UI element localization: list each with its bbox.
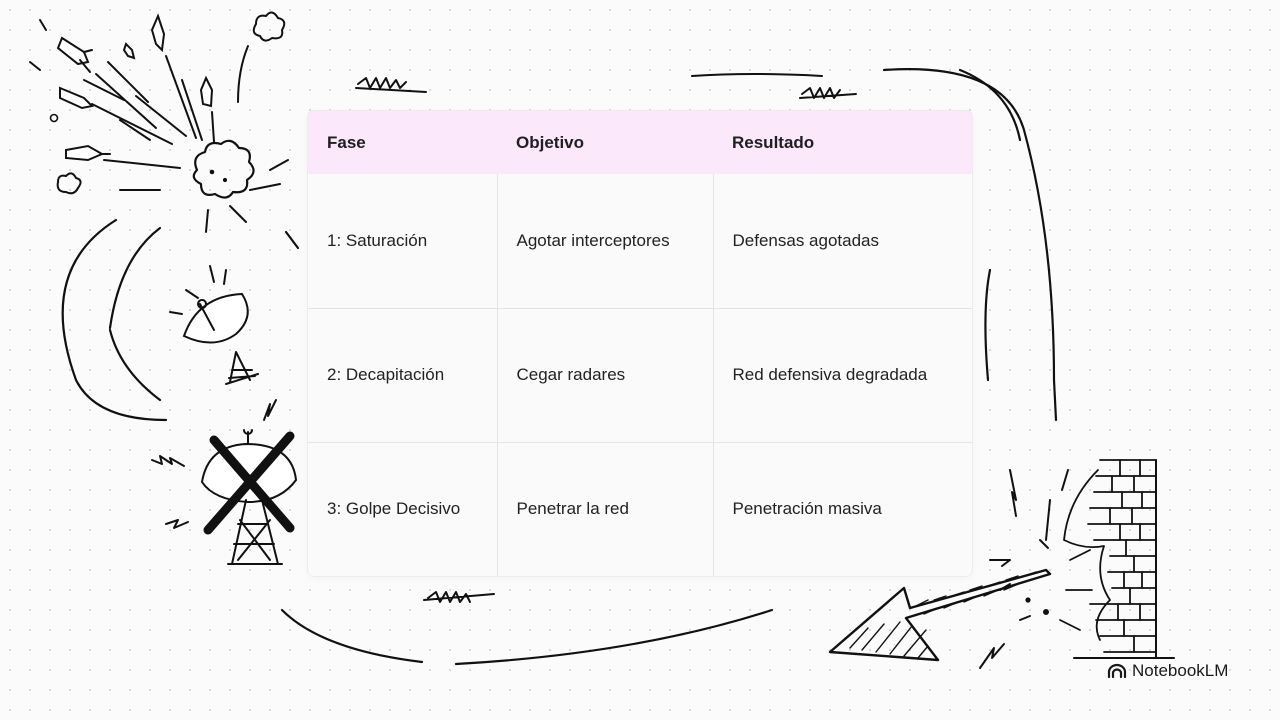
table-row: 3: Golpe Decisivo Penetrar la red Penetr…: [308, 441, 972, 576]
table-cell-fase: 2: Decapitación: [308, 307, 497, 442]
notebooklm-watermark: NotebookLM: [1107, 660, 1228, 682]
curved-frame-lines: [61, 68, 1058, 666]
table-cell-fase: 1: Saturación: [308, 174, 497, 308]
attack-arrow-icon: [828, 568, 1052, 662]
rocket-barrage-icon: [29, 11, 289, 233]
table-cell-resultado: Penetración masiva: [712, 441, 972, 576]
scribble-marks: [355, 73, 857, 603]
radar-dish-icon: [169, 265, 259, 385]
table-cell-resultado: Red defensiva degradada: [712, 307, 972, 442]
table-cell-objetivo: Penetrar la red: [496, 441, 713, 576]
table-cell-fase: 3: Golpe Decisivo: [308, 441, 497, 576]
brick-wall-icon: [979, 459, 1175, 669]
phases-table: Fase Objetivo Resultado 1: Saturación Ag…: [308, 111, 972, 576]
table-cell-objetivo: Cegar radares: [496, 307, 713, 442]
destroyed-radar-icon: [151, 399, 298, 565]
column-header-fase: Fase: [327, 132, 366, 152]
table-cell-resultado: Defensas agotadas: [712, 174, 972, 308]
table-cell-objetivo: Agotar interceptores: [496, 174, 713, 308]
column-header-resultado: Resultado: [732, 132, 815, 152]
table-header-row: Fase Objetivo Resultado: [308, 111, 972, 174]
column-header-objetivo: Objetivo: [516, 132, 585, 152]
brand-name: NotebookLM: [1132, 661, 1229, 680]
notebooklm-logo-icon: [1107, 663, 1127, 679]
table-row: 1: Saturación Agotar interceptores Defen…: [308, 174, 972, 308]
table-row: 2: Decapitación Cegar radares Red defens…: [308, 307, 972, 442]
